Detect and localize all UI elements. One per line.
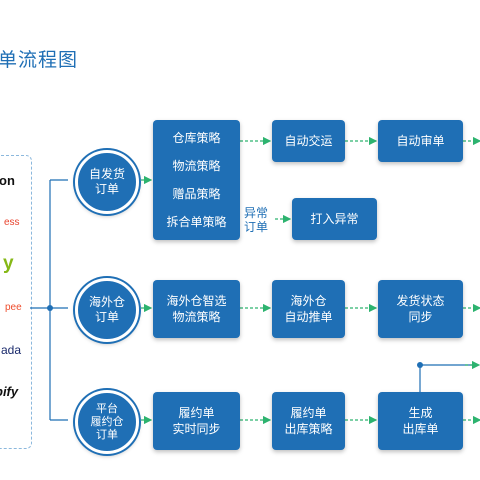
strategy-gift: 赠品策略 (172, 187, 221, 201)
strategy-warehouse: 仓库策略 (172, 131, 221, 145)
junction-dot-right (417, 362, 423, 368)
auto-review-box: 自动审单 (378, 120, 463, 162)
generate-outbound-order-box: 生成 出库单 (378, 392, 463, 450)
platform-ebay-logo: y (3, 253, 14, 274)
platform-fulfillment-order-node: 平台 履约仓 订单 (75, 390, 139, 454)
circle-label: 平台 履约仓 订单 (90, 402, 124, 441)
strategy-split-merge: 拆合单策略 (166, 215, 227, 229)
platform-aliexpress-logo: ess (4, 217, 20, 228)
overseas-logistics-box: 海外仓智选 物流策略 (153, 280, 240, 338)
auto-dispatch-box: 自动交运 (272, 120, 345, 162)
strategy-box: 仓库策略 物流策略 赠品策略 拆合单策略 (153, 120, 240, 240)
platform-shopee-logo: pee (5, 302, 22, 313)
fulfillment-realtime-sync-box: 履约单 实时同步 (153, 392, 240, 450)
platform-lazada-logo: ada (1, 343, 22, 357)
fulfillment-outbound-strategy-box: 履约单 出库策略 (272, 392, 345, 450)
platform-amazon-logo: on (0, 173, 15, 188)
exception-order-label: 异常 订单 (244, 206, 269, 234)
platform-panel: on ess y pee ada pify (0, 155, 32, 449)
shipping-status-sync-box: 发货状态 同步 (378, 280, 463, 338)
strategy-logistics: 物流策略 (172, 159, 221, 173)
self-fulfilled-order-node: 自发货 订单 (75, 150, 139, 214)
overseas-auto-push-box: 海外仓 自动推单 (272, 280, 345, 338)
mark-exception-box: 打入异常 (292, 198, 377, 240)
circle-label: 自发货 订单 (88, 167, 125, 196)
overseas-order-node: 海外仓 订单 (75, 278, 139, 342)
junction-dot (47, 305, 53, 311)
page-title: 单流程图 (0, 50, 79, 71)
circle-label: 海外仓 订单 (88, 295, 125, 324)
